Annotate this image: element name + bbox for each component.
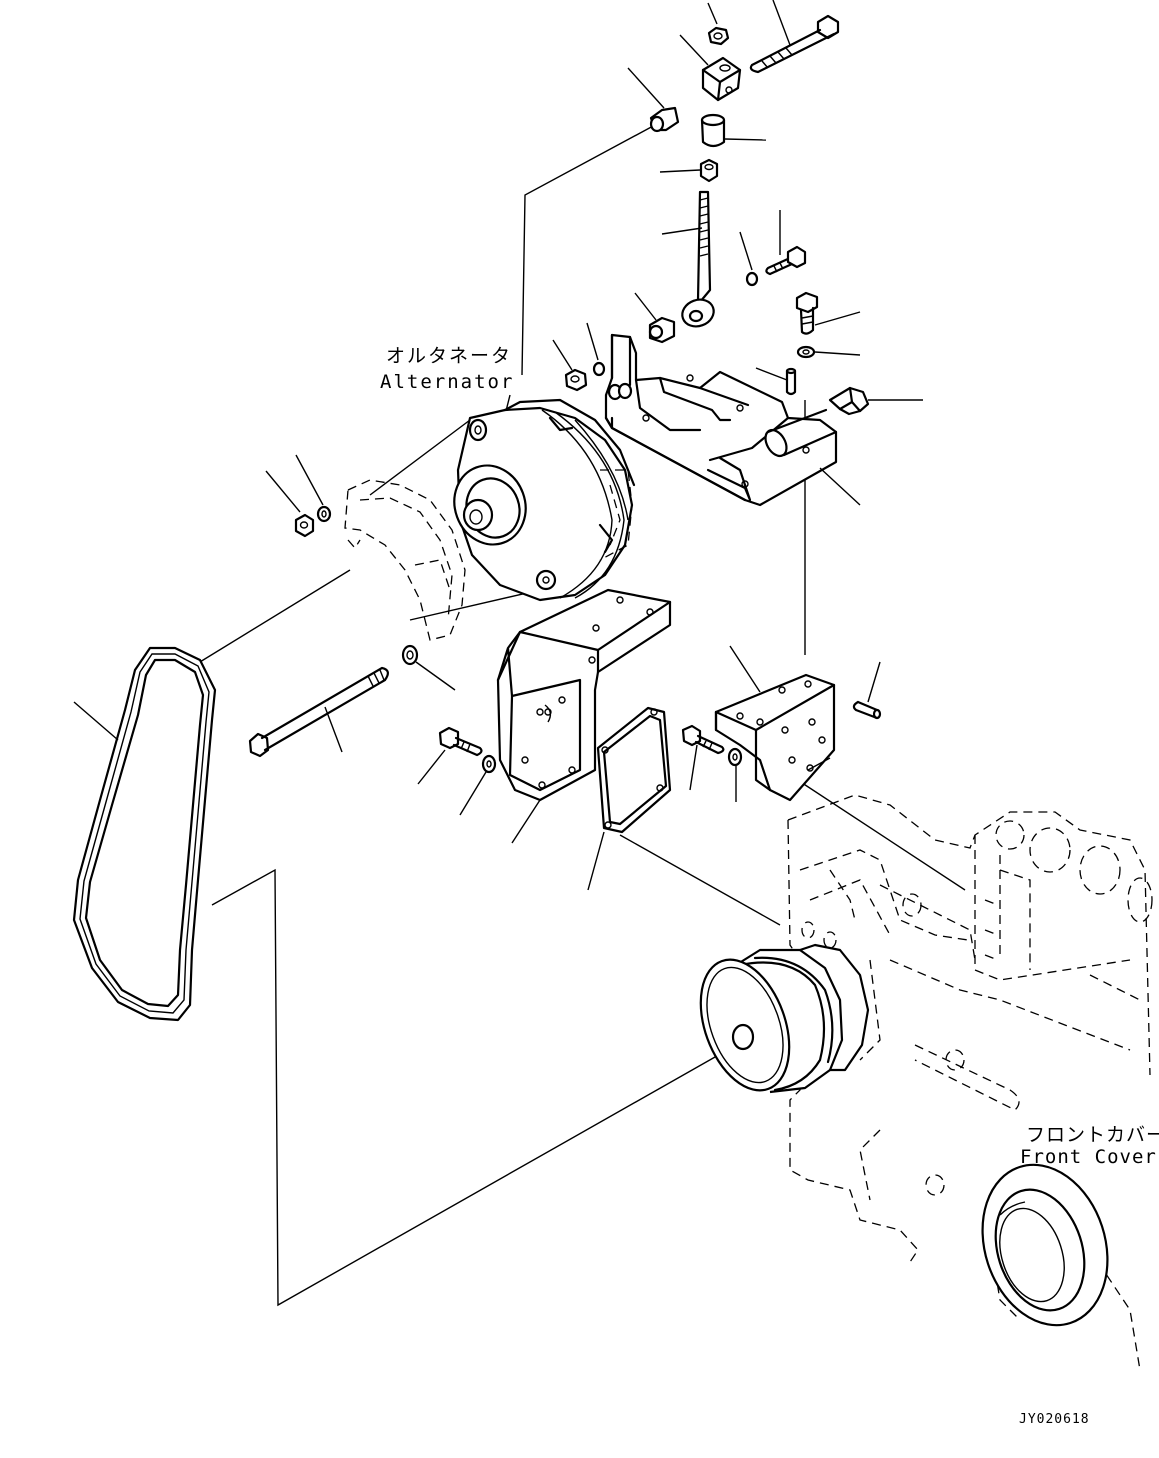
clip-part xyxy=(828,386,870,416)
top-bolt-part xyxy=(749,14,840,74)
washer-plate-right-part xyxy=(727,747,743,767)
right-mounting-bracket xyxy=(714,673,836,802)
washer-small-part xyxy=(745,271,759,287)
long-bolt-part xyxy=(248,666,389,758)
callout-leader-lines xyxy=(73,0,923,891)
dowel-pin-part xyxy=(852,700,882,720)
nut-alt-left-part xyxy=(294,513,315,538)
bolt-plate-left-part xyxy=(438,726,483,757)
pin-part xyxy=(785,367,797,396)
collar-part xyxy=(648,316,676,344)
v-belt-part xyxy=(72,646,217,1022)
bolt-small-part xyxy=(765,245,807,276)
spacer-collar-left-part xyxy=(649,106,680,133)
washer-left-part xyxy=(592,361,606,377)
front-cover-label-en: Front Cover xyxy=(1020,1146,1157,1168)
top-nut-part xyxy=(707,26,730,46)
drawing-code: JY020618 xyxy=(1019,1412,1090,1427)
bolt-plate-right-part xyxy=(681,724,725,755)
front-seal-housing xyxy=(981,1163,1109,1327)
washer-plate-left-part xyxy=(481,754,497,774)
crank-pulley-part xyxy=(699,943,870,1094)
alternator-assembly xyxy=(344,398,636,641)
washer-right-part xyxy=(796,345,816,359)
swivel-block-part xyxy=(701,56,742,102)
washer-alt-left-part xyxy=(316,505,332,523)
washer-mid-part xyxy=(401,644,419,666)
assembly-guide-lines xyxy=(194,124,966,1307)
nut-left-part xyxy=(564,368,588,392)
hex-nut-part xyxy=(699,158,719,183)
front-cover-label-jp: フロントカバー xyxy=(1026,1124,1159,1146)
spacer-collar-right-part xyxy=(700,113,726,148)
gasket-part xyxy=(596,706,672,834)
alternator-label-en: Alternator xyxy=(380,371,515,393)
alternator-label-jp: オルタネータ xyxy=(386,345,513,367)
adjusting-rod-part xyxy=(681,190,715,328)
alternator-support-bracket xyxy=(604,333,838,507)
bolt-right-part xyxy=(795,291,819,335)
mounting-plate-bracket xyxy=(496,588,672,802)
